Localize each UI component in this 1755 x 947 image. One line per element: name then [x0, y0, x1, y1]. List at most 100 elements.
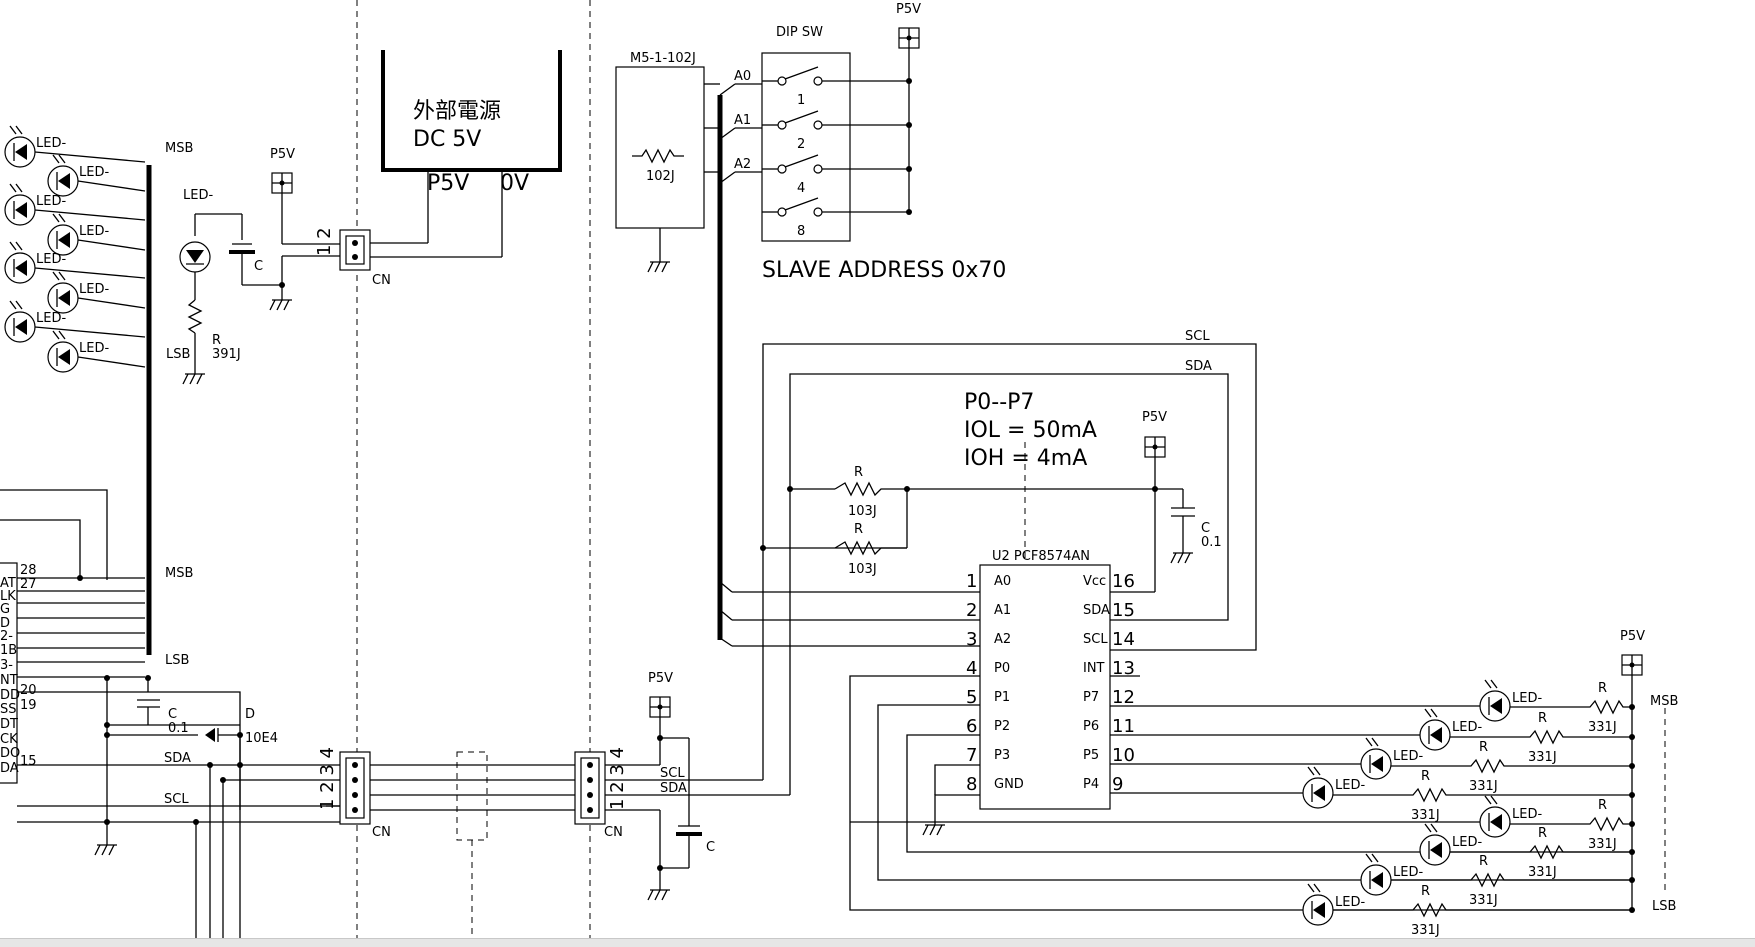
resistor-label: R: [1421, 769, 1430, 784]
ic-pin-number: 20: [20, 683, 37, 698]
ic-pin-label: DT: [0, 717, 18, 732]
sda-label: SDA: [164, 751, 191, 766]
led-label: LED-: [36, 194, 66, 209]
power-input-circuit: [229, 198, 355, 311]
power-title-voltage: DC 5V: [413, 127, 481, 152]
ic-ground: [922, 794, 980, 836]
ic-pin-name: Vcc: [1083, 574, 1106, 589]
resistor-label: R: [854, 465, 863, 480]
p5v-label: P5V: [1142, 410, 1167, 425]
ic-pin-name: A2: [994, 632, 1011, 647]
address-bus: [704, 83, 980, 647]
ic-pin-name: SCL: [1083, 632, 1108, 647]
power-title-jp: 外部電源: [413, 99, 501, 124]
zero-v-terminal-label: 0V: [500, 171, 529, 196]
ic-pin-name: P2: [994, 719, 1010, 734]
led-icon: [1360, 853, 1392, 896]
led-label: LED-: [1512, 691, 1542, 706]
left-ic-body: [0, 562, 18, 784]
led-label: LED-: [36, 252, 66, 267]
led-icon: [4, 241, 36, 284]
led-label: LED-: [1393, 749, 1423, 764]
ic-pin-number: 9: [1112, 774, 1123, 795]
led-label: LED-: [183, 188, 213, 203]
dip-switch-number: 1: [797, 93, 805, 108]
led-label: LED-: [36, 136, 66, 151]
ic-pin-number: 4: [966, 658, 977, 679]
dip-switch-title: DIP SW: [776, 25, 823, 40]
ic-pin-label: G: [0, 602, 10, 617]
ic-pin-number: 28: [20, 563, 37, 578]
connector-pin-numbers: 1 2 3 4: [317, 747, 338, 810]
resistor-value: 331J: [1528, 750, 1557, 765]
ic-pin-number: 12: [1112, 687, 1135, 708]
resistor-label: R: [854, 522, 863, 537]
connector-label: CN: [372, 825, 391, 840]
resistor-value: 331J: [1411, 808, 1440, 823]
led-icon: [1302, 883, 1334, 926]
ic-pin-name: GND: [994, 777, 1024, 792]
ic-pin-name: P6: [1083, 719, 1099, 734]
ic-pin-number: 8: [966, 774, 977, 795]
resistor-label: R: [1598, 798, 1607, 813]
ic-pin-number: 11: [1112, 716, 1135, 737]
led-label: LED-: [1452, 835, 1482, 850]
ic-pin-name: P0: [994, 661, 1010, 676]
led-label: LED-: [79, 341, 109, 356]
ic-pin-name: P4: [1083, 777, 1099, 792]
ic-pin-label: DO: [0, 746, 20, 761]
p5v-label: P5V: [270, 147, 295, 162]
connector-label: CN: [604, 825, 623, 840]
dip-switch-contact: [762, 197, 850, 217]
resistor-label: R: [1479, 740, 1488, 755]
led-icon: [47, 213, 79, 256]
i2c-bus-wiring: [760, 343, 1257, 795]
ic-label: U2 PCF8574AN: [992, 549, 1090, 564]
led-icon: [1419, 823, 1451, 866]
left-wiring: [0, 489, 340, 940]
connector-pin-numbers: 1 2: [314, 227, 335, 256]
ic-pin-number: 16: [1112, 571, 1135, 592]
diode-label: D: [245, 707, 255, 722]
msb-label: MSB: [165, 141, 193, 156]
resistor-value: 103J: [848, 504, 877, 519]
ic-pin-label: DA: [0, 761, 19, 776]
led-label: LED-: [1393, 865, 1423, 880]
ic-pin-label: CK: [0, 732, 18, 747]
resistor-label: R: [212, 333, 221, 348]
ic-pin-label: LK: [0, 589, 16, 604]
dip-switch-contact: [762, 110, 850, 130]
led-icon: [4, 125, 36, 168]
lsb-label: LSB: [1652, 899, 1676, 914]
dip-switch-number: 2: [797, 137, 805, 152]
resistor-value: 331J: [1588, 720, 1617, 735]
capacitor-value: 0.1: [1201, 535, 1222, 550]
sda-label: SDA: [1185, 359, 1212, 374]
p5v-label: P5V: [648, 671, 673, 686]
led-label: LED-: [79, 224, 109, 239]
led-icon: [1419, 708, 1451, 751]
supply-symbol: [271, 172, 293, 198]
horizontal-scrollbar[interactable]: [0, 938, 1755, 947]
ic-pin-number: 14: [1112, 629, 1135, 650]
right-connector-wiring: [605, 721, 790, 901]
ic-pin-number: 27: [20, 577, 37, 592]
indicator-led: [179, 213, 242, 385]
ic-pin-name: P5: [1083, 748, 1099, 763]
resistor-value: 331J: [1469, 779, 1498, 794]
capacitor-value: 0.1: [168, 721, 189, 736]
ic-pin-number: 6: [966, 716, 977, 737]
ic-pcf8574: [979, 564, 1111, 810]
ic-pin-name: P3: [994, 748, 1010, 763]
spec-note-line2: IOL = 50mA: [964, 418, 1097, 443]
ic-pin-label: DD: [0, 688, 20, 703]
resistor-array-part: M5-1-102J: [630, 51, 696, 66]
scl-label: SCL: [1185, 329, 1210, 344]
resistor-value: 391J: [212, 347, 241, 362]
capacitor-label: C: [1201, 521, 1210, 536]
capacitor-label: C: [706, 840, 715, 855]
dip-switch-contact: [762, 66, 850, 86]
